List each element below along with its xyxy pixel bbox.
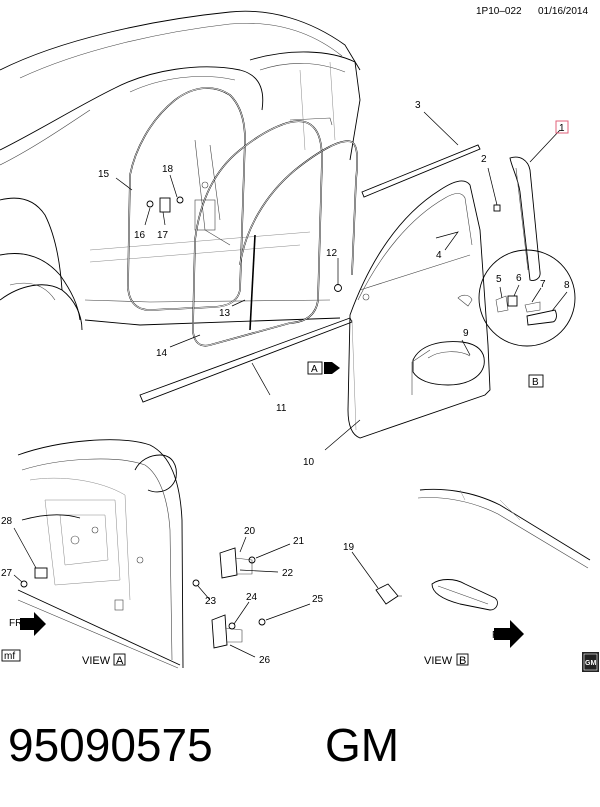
callout-3: 3 (415, 100, 421, 111)
svg-text:FRT: FRT (9, 618, 28, 629)
door-molding-11 (139, 317, 353, 403)
callout-21: 21 (293, 536, 305, 547)
callout-12: 12 (326, 248, 338, 259)
frt-arrow-right: FRT (492, 620, 524, 648)
door-seal-14 (192, 120, 323, 347)
callout-1: 1 (559, 123, 565, 134)
view-a-arrow: A (307, 361, 340, 375)
svg-text:GM: GM (585, 660, 596, 667)
svg-text:B: B (459, 655, 466, 667)
svg-text:A: A (116, 655, 124, 667)
applique-1 (509, 156, 541, 281)
callout-28: 28 (1, 516, 13, 527)
detail-circle-b (478, 249, 576, 347)
callout-16: 16 (134, 230, 146, 241)
door-seal-13 (239, 140, 358, 331)
diagram-ref: 1P10–022 (476, 6, 522, 17)
svg-text:FRT: FRT (492, 630, 511, 641)
callout-labels: 1 2 3 4 5 6 7 8 9 10 11 12 13 14 15 16 1… (1, 100, 570, 666)
striker-hardware (146, 196, 184, 213)
upper-hinge (192, 547, 256, 587)
callout-7: 7 (540, 279, 546, 290)
callout-1-highlight (555, 120, 569, 134)
callout-14: 14 (156, 348, 168, 359)
callout-2: 2 (481, 154, 487, 165)
svg-text:VIEW: VIEW (82, 655, 111, 667)
callout-22: 22 (282, 568, 294, 579)
callout-15: 15 (98, 169, 110, 180)
svg-text:A: A (311, 364, 318, 375)
leader-lines-lower (13, 527, 311, 658)
door-opening-seal-15 (127, 87, 246, 311)
callout-25: 25 (312, 594, 324, 605)
view-a-box (307, 361, 323, 375)
belt-molding-3 (361, 144, 481, 198)
callout-19: 19 (343, 542, 355, 553)
svg-text:VIEW: VIEW (424, 655, 453, 667)
lower-hinge (211, 614, 266, 649)
leader-lines-view-b (351, 551, 379, 589)
callout-13: 13 (219, 308, 231, 319)
callout-26: 26 (259, 655, 271, 666)
brand-name: GM (325, 719, 399, 771)
callout-17: 17 (157, 230, 169, 241)
gm-logo-icon: GM (582, 652, 599, 672)
view-b-box-callout: B (528, 374, 544, 388)
view-b-label: VIEW B (424, 653, 469, 667)
callout-4: 4 (436, 250, 442, 261)
callout-8: 8 (564, 280, 570, 291)
front-door-10 (347, 180, 491, 439)
callout-24: 24 (246, 592, 258, 603)
view-a-label: VIEW A (82, 653, 126, 667)
callout-20: 20 (244, 526, 256, 537)
outside-mirror-9 (411, 341, 485, 395)
leader-lines-upper (115, 111, 568, 451)
callout-23: 23 (205, 596, 217, 607)
fastener-12 (334, 284, 342, 292)
part-number: 95090575 (8, 719, 213, 771)
view-a-door-interior (17, 439, 184, 669)
callout-11: 11 (276, 403, 287, 414)
svg-text:B: B (532, 377, 539, 388)
callout-9: 9 (463, 328, 469, 339)
frt-arrow-left: FRT (9, 612, 46, 636)
callout-5: 5 (496, 274, 502, 285)
callout-18: 18 (162, 164, 174, 175)
diagram-date: 01/16/2014 (538, 6, 588, 17)
callout-10: 10 (303, 457, 315, 468)
vehicle-body (0, 10, 361, 331)
callout-27: 27 (1, 568, 13, 579)
view-b-door-exterior (375, 488, 591, 611)
svg-text:mf: mf (4, 651, 15, 662)
callout-6: 6 (516, 273, 522, 284)
mf-badge: mf (1, 649, 21, 662)
clip-2 (493, 204, 501, 212)
